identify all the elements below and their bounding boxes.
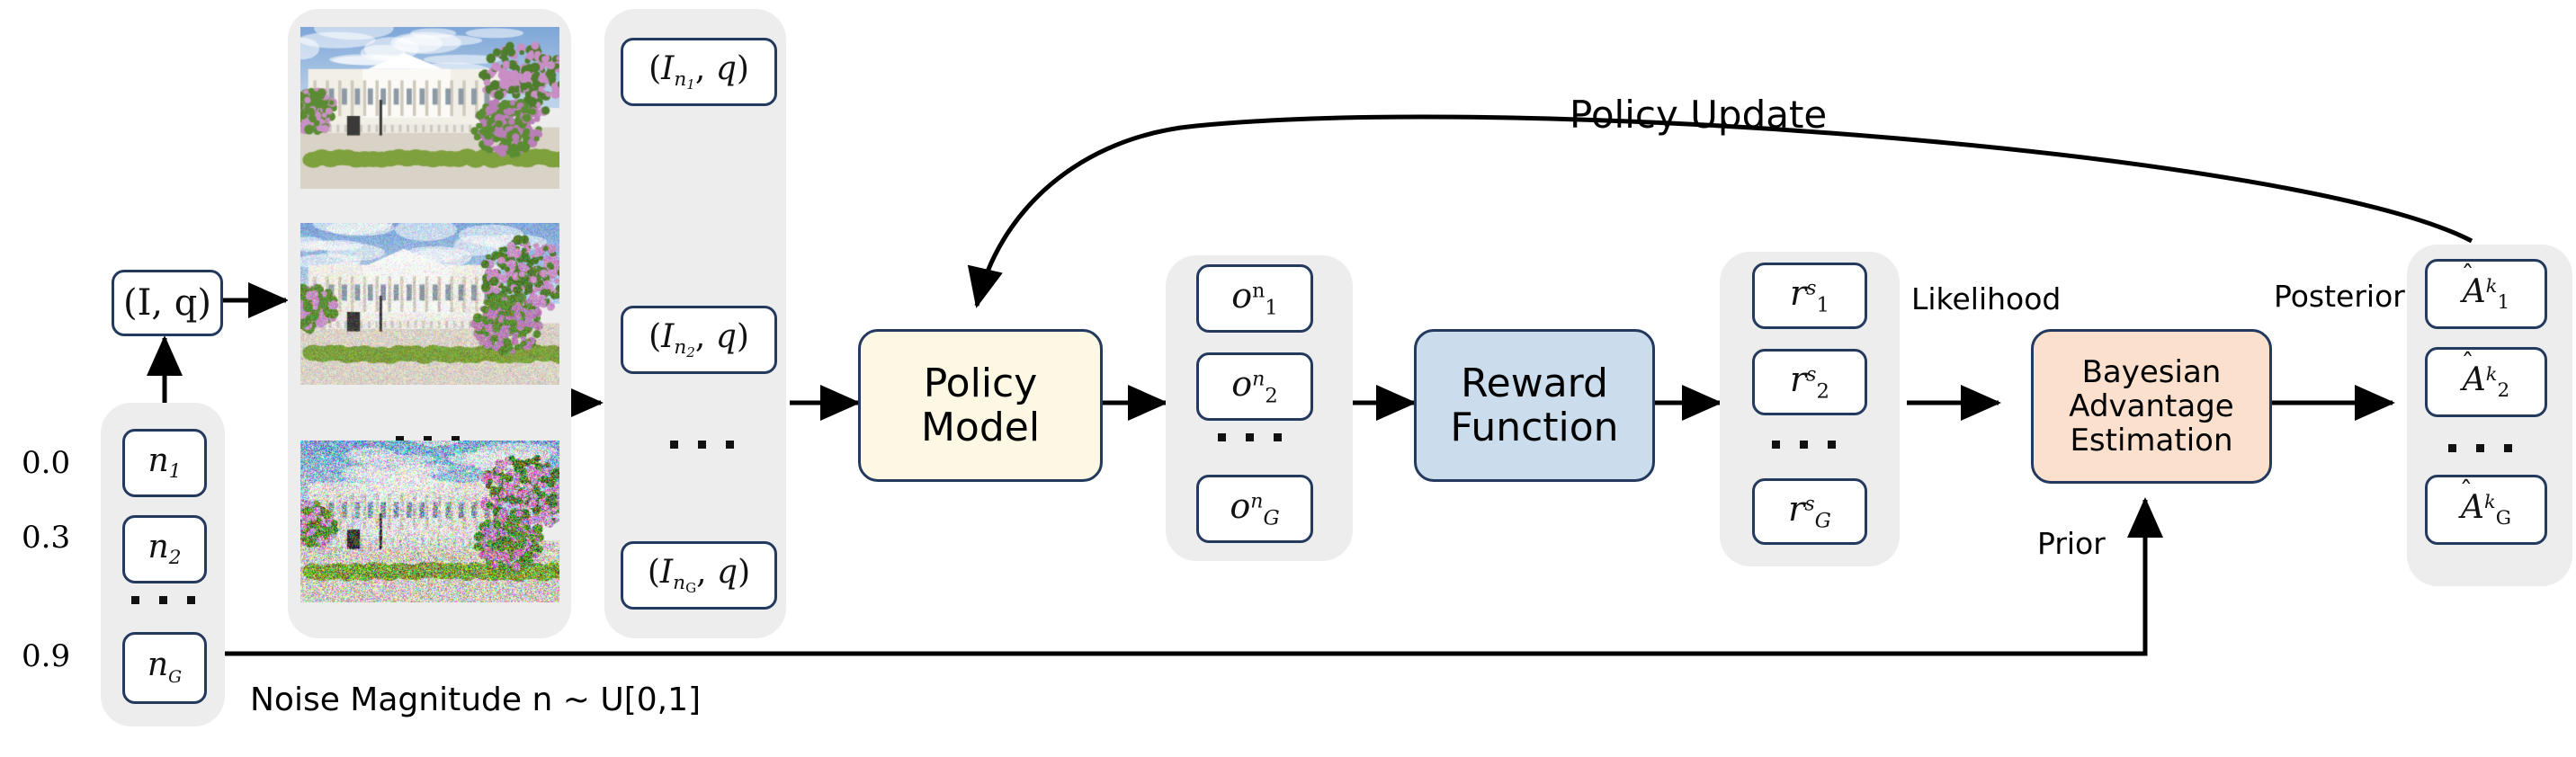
input-pair-node[interactable]: (I, q) [112,270,223,336]
input-pair-node-G[interactable]: (InG, q) [621,541,777,610]
likelihood-label: Likelihood [1911,281,2061,316]
reward-function-line-1: Reward [1461,361,1608,406]
reward-node-G[interactable]: rsG [1752,478,1867,545]
prior-label: Prior [2037,526,2106,561]
output-node-2[interactable]: on2 [1196,352,1313,421]
advantage-node-2[interactable]: ̂ Ak2 [2425,347,2547,417]
output-node-1[interactable]: on1 [1196,264,1313,333]
reward-node-1[interactable]: rs1 [1752,263,1867,329]
noise-group-ellipsis [131,596,195,604]
reward-node-2[interactable]: rs2 [1752,349,1867,415]
bayesian-line-3: Estimation [2070,423,2232,459]
policy-model-line-1: Policy [924,361,1038,406]
policy-update-label: Policy Update [1570,93,1827,137]
policy-output-group-ellipsis [1218,433,1282,441]
output-node-G[interactable]: onG [1196,475,1313,543]
advantage-node-1[interactable]: ̂ Ak1 [2425,259,2547,329]
input-pair-group-ellipsis [670,441,734,449]
noisy-image-0 [300,27,559,189]
noise-node-2[interactable]: n2 [122,515,207,583]
bayesian-advantage-estimation-box[interactable]: Bayesian Advantage Estimation [2031,329,2272,484]
noise-scale-label-2: 0.9 [22,638,70,674]
reward-function-line-2: Function [1450,405,1618,450]
posterior-label: Posterior [2274,279,2405,314]
noisy-image-2 [300,441,559,602]
reward-group-ellipsis [1772,441,1836,449]
noisy-image-1 [300,223,559,385]
bayesian-line-1: Bayesian [2082,354,2222,390]
noise-scale-label-1: 0.3 [22,520,70,556]
reward-function-box[interactable]: Reward Function [1414,329,1655,482]
noise-node-G[interactable]: nG [122,632,207,704]
advantage-node-G[interactable]: ̂ AkG [2425,475,2547,545]
noise-scale-label-0: 0.0 [22,445,70,481]
policy-model-line-2: Model [921,405,1040,450]
input-pair-node-1[interactable]: (In1, q) [621,38,777,106]
policy-model-box[interactable]: Policy Model [858,329,1103,482]
bayesian-line-2: Advantage [2069,388,2233,424]
advantage-group-ellipsis [2448,444,2512,452]
input-pair-node-2[interactable]: (In2, q) [621,306,777,374]
noise-node-1[interactable]: n1 [122,429,207,497]
noise-magnitude-caption: Noise Magnitude n ~ U[0,1] [250,681,701,718]
